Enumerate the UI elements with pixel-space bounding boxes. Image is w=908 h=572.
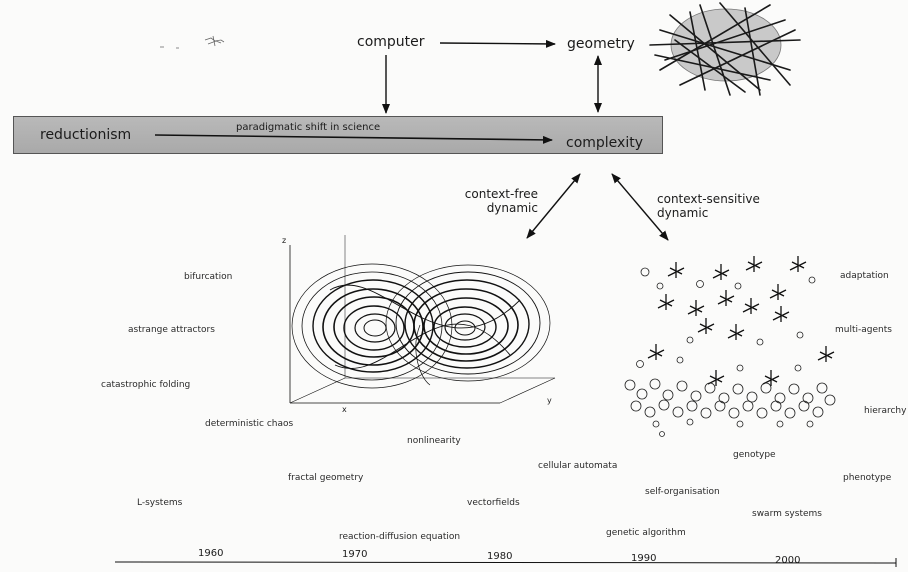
label-geometry: geometry: [567, 36, 635, 52]
year-1990: 1990: [631, 553, 656, 564]
concept-fractal-geometry: fractal geometry: [288, 473, 363, 483]
concept-genotype: genotype: [733, 450, 776, 460]
label-computer: computer: [357, 34, 425, 50]
axis-z-label: z: [282, 236, 286, 245]
label-paradigmatic-shift: paradigmatic shift in science: [236, 122, 380, 133]
concept-genetic-algorithm: genetic algorithm: [606, 528, 686, 538]
axis-y-label: y: [547, 396, 552, 405]
concept-self-organisation: self-organisation: [645, 487, 720, 497]
concept-vectorfields: vectorfields: [467, 498, 520, 508]
concept-bifurcation: bifurcation: [184, 272, 232, 282]
agent-swarm: [625, 256, 835, 437]
label-reductionism: reductionism: [40, 127, 131, 143]
concept-adaptation: adaptation: [840, 271, 889, 281]
lorenz-attractor: [290, 235, 555, 403]
concept-reaction-diffusion: reaction-diffusion equation: [339, 532, 460, 542]
concept-multi-agents: multi-agents: [835, 325, 892, 335]
concept-nonlinearity: nonlinearity: [407, 436, 461, 446]
concept-swarm-systems: swarm systems: [752, 509, 822, 519]
label-complexity: complexity: [566, 135, 643, 151]
axis-x-label: x: [342, 405, 347, 414]
year-1980: 1980: [487, 551, 512, 562]
geometry-sketch: [650, 3, 800, 95]
arrow-paradigmatic-shift: [155, 135, 552, 140]
concept-l-systems: L-systems: [137, 498, 182, 508]
concept-catastrophic-folding: catastrophic folding: [101, 380, 190, 390]
concept-cellular-automata: cellular automata: [538, 461, 617, 471]
concept-phenotype: phenotype: [843, 473, 891, 483]
year-2000: 2000: [775, 555, 800, 566]
concept-strange-attractors: astrange attractors: [128, 325, 215, 335]
year-1970: 1970: [342, 549, 367, 560]
concept-hierarchy: hierarchy: [864, 406, 906, 416]
year-1960: 1960: [198, 548, 223, 559]
arrow-computer-to-geometry: [440, 43, 555, 44]
speck-marks: [160, 36, 224, 48]
concept-deterministic-chaos: deterministic chaos: [205, 419, 293, 429]
